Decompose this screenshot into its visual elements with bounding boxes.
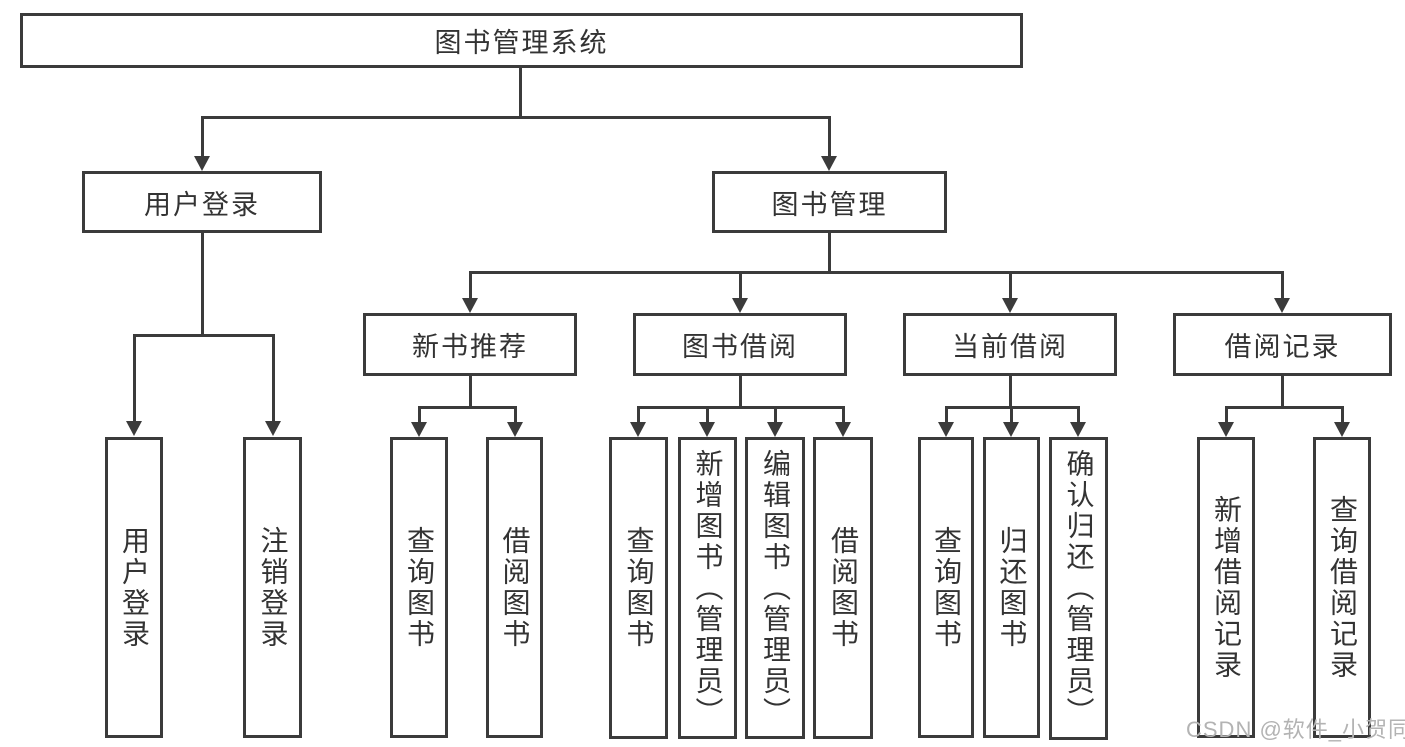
arrow-down-icon [1002, 298, 1018, 313]
connector-arrow-stem [1341, 406, 1344, 423]
arrow-down-icon [821, 156, 837, 171]
node-current-borrow: 当前借阅 [903, 313, 1117, 376]
connector-arrow-stem [514, 406, 517, 423]
arrow-down-icon [507, 422, 523, 437]
node-label: 借阅记录 [1224, 332, 1341, 362]
connector-borrow-records-stem [1281, 376, 1284, 409]
connector-user-login-stem [201, 233, 204, 337]
arrow-down-icon [732, 298, 748, 313]
leaf-label: 确认归还（管理员） [1063, 449, 1095, 728]
connector-book-borrow-rail [637, 406, 845, 409]
node-user-login: 用户登录 [82, 171, 322, 233]
leaf-edit-books-admin: 编辑图书（管理员） [745, 437, 805, 739]
connector-arrow-stem [706, 406, 709, 423]
arrow-down-icon [1334, 422, 1350, 437]
connector-arrow-stem [828, 117, 831, 158]
leaf-borrow-books: 借阅图书 [813, 437, 873, 739]
leaf-label: 查询图书 [404, 525, 435, 650]
leaf-label: 查询图书 [931, 525, 962, 650]
connector-arrow-stem [1077, 406, 1080, 423]
leaf-label: 用户登录 [119, 525, 150, 650]
connector-arrow-stem [469, 271, 472, 300]
arrow-down-icon [1070, 422, 1086, 437]
node-new-book-recommend: 新书推荐 [363, 313, 577, 376]
arrow-down-icon [411, 422, 427, 437]
connector-book-mgmt-stem [828, 233, 831, 274]
node-label: 用户登录 [144, 189, 260, 220]
node-library-management-system: 图书管理系统 [20, 13, 1023, 68]
node-book-management: 图书管理 [712, 171, 947, 233]
leaf-query-borrow-record: 查询借阅记录 [1313, 437, 1371, 738]
connector-arrow-stem [774, 406, 777, 423]
connector-arrow-stem [945, 406, 948, 423]
connector-arrow-stem [272, 334, 275, 422]
leaf-query-books-current: 查询图书 [918, 437, 974, 738]
connector-arrow-stem [842, 406, 845, 423]
leaf-query-books-recommend: 查询图书 [390, 437, 448, 738]
leaf-label: 新增图书（管理员） [692, 448, 724, 728]
arrow-down-icon [194, 156, 210, 171]
connector-arrow-stem [1281, 271, 1284, 300]
connector-arrow-stem [418, 406, 421, 423]
connector-user-login-rail [133, 334, 275, 337]
csdn-watermark: CSDN @软件_小贺同学 [1186, 717, 1405, 742]
connector-arrow-stem [637, 406, 640, 423]
leaf-label: 新增借阅记录 [1211, 494, 1242, 681]
connector-arrow-stem [1225, 406, 1228, 423]
leaf-user-login: 用户登录 [105, 437, 163, 738]
arrow-down-icon [767, 422, 783, 437]
arrow-down-icon [1218, 422, 1234, 437]
arrow-down-icon [630, 422, 646, 437]
arrow-down-icon [699, 422, 715, 437]
connector-borrow-records-rail [1225, 406, 1344, 409]
connector-arrow-stem [739, 271, 742, 300]
leaf-confirm-return-admin: 确认归还（管理员） [1049, 437, 1108, 740]
node-book-borrow: 图书借阅 [633, 313, 847, 376]
leaf-label: 借阅图书 [828, 526, 859, 650]
node-label: 图书管理系统 [434, 28, 609, 58]
node-borrow-records: 借阅记录 [1173, 313, 1392, 376]
leaf-label: 归还图书 [996, 525, 1028, 650]
node-label: 图书管理 [771, 189, 888, 220]
connector-arrow-stem [201, 117, 204, 158]
connector-new-book-stem [469, 376, 472, 409]
leaf-add-borrow-record: 新增借阅记录 [1197, 437, 1255, 738]
arrow-down-icon [126, 421, 142, 436]
leaf-label: 查询借阅记录 [1327, 494, 1358, 681]
connector-new-book-rail [418, 406, 517, 409]
arrow-down-icon [265, 421, 281, 436]
leaf-label: 注销登录 [257, 525, 289, 650]
leaf-label: 编辑图书（管理员） [760, 448, 791, 728]
leaf-add-books-admin: 新增图书（管理员） [678, 437, 737, 739]
node-label: 新书推荐 [412, 332, 528, 362]
leaf-return-books: 归还图书 [983, 437, 1040, 738]
leaf-label: 查询图书 [623, 526, 655, 650]
node-label: 当前借阅 [952, 332, 1068, 362]
leaf-label: 借阅图书 [499, 525, 531, 650]
arrow-down-icon [835, 422, 851, 437]
leaf-logout: 注销登录 [243, 437, 302, 738]
connector-arrow-stem [133, 334, 136, 422]
connector-level3-rail [469, 271, 1283, 274]
node-label: 图书借阅 [682, 332, 798, 362]
connector-book-borrow-stem [739, 376, 742, 409]
connector-arrow-stem [1009, 271, 1012, 300]
connector-arrow-stem [1010, 406, 1013, 423]
connector-current-borrow-stem [1009, 376, 1012, 409]
leaf-query-books-borrow: 查询图书 [609, 437, 668, 739]
connector-root-stem [519, 68, 522, 118]
arrow-down-icon [1003, 422, 1019, 437]
arrow-down-icon [938, 422, 954, 437]
arrow-down-icon [462, 298, 478, 313]
arrow-down-icon [1274, 298, 1290, 313]
connector-level2-rail [201, 116, 831, 119]
leaf-borrow-books-recommend: 借阅图书 [486, 437, 543, 738]
